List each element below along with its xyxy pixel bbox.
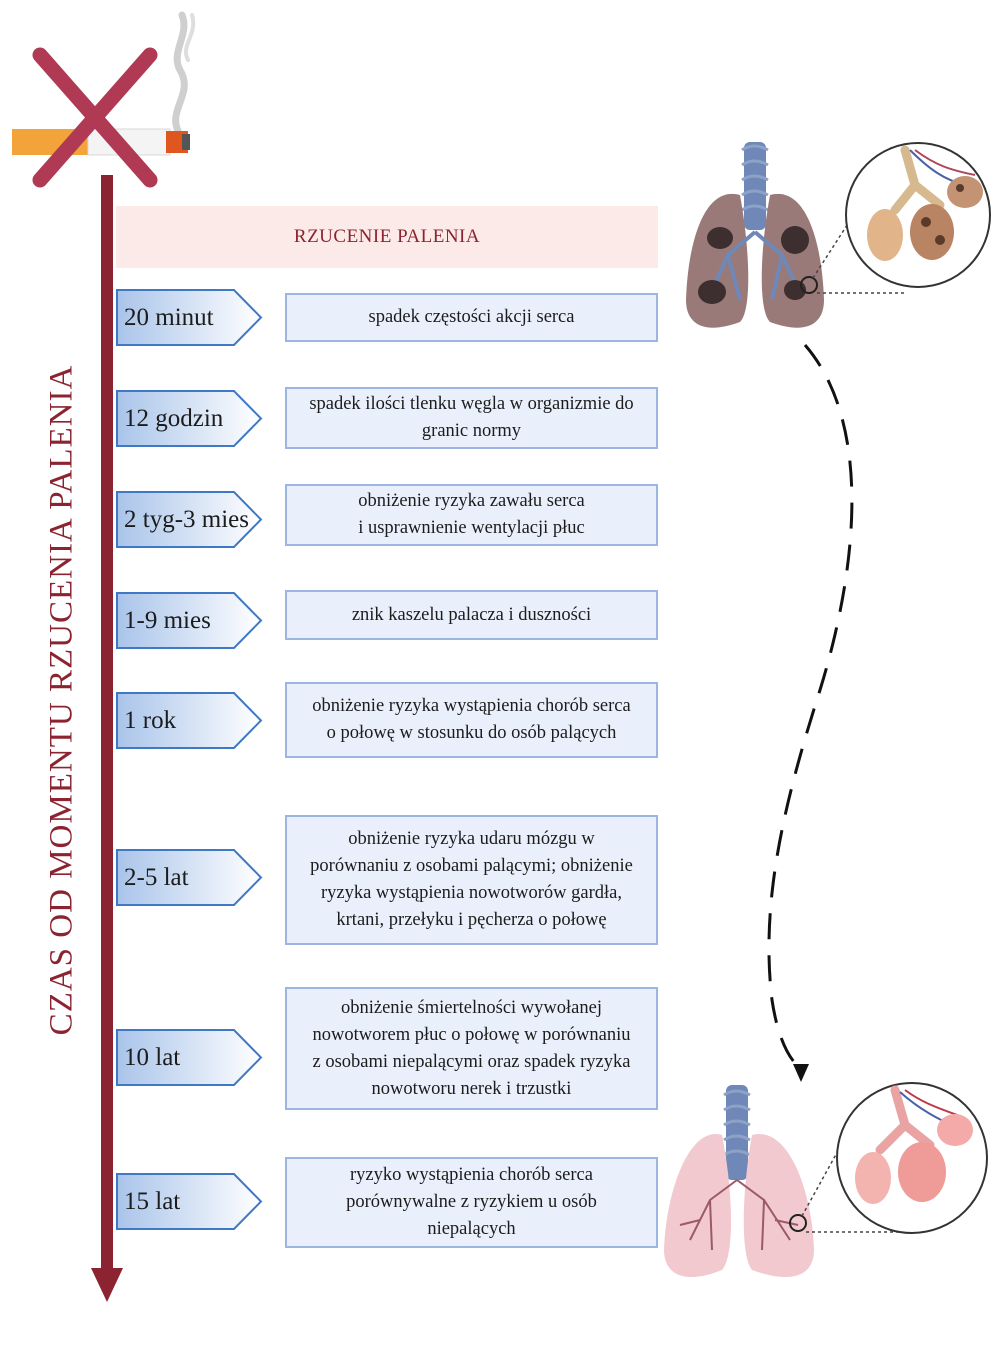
time-label: 1-9 mies: [124, 607, 211, 634]
healthy-alveoli-icon: [836, 1082, 988, 1234]
healthy-lungs-icon: [664, 1085, 900, 1278]
arrow-tag-icon: [116, 491, 263, 548]
time-tag: 2-5 lat: [116, 849, 263, 906]
time-tag: 2 tyg-3 mies: [116, 491, 263, 548]
dashed-curve-arrow: [767, 344, 854, 1082]
time-label: 20 minut: [124, 304, 214, 331]
time-label: 12 godzin: [124, 405, 224, 432]
effect-box: ryzyko wystąpienia chorób serca porównyw…: [285, 1157, 658, 1248]
effect-text: spadek ilości tlenku węgla w organizmie …: [309, 394, 634, 441]
effect-box: obniżenie ryzyka udaru mózgu w porównani…: [285, 815, 658, 945]
effect-box: znik kaszelu palacza i duszności: [285, 590, 658, 640]
effect-box: spadek ilości tlenku węgla w organizmie …: [285, 387, 658, 449]
time-tag: 1 rok: [116, 692, 263, 749]
effect-box: obniżenie śmiertelności wywołanej nowotw…: [285, 987, 658, 1110]
time-tag: 1-9 mies: [116, 592, 263, 649]
arrow-tag-icon: [116, 390, 263, 447]
time-label: 10 lat: [124, 1044, 181, 1071]
time-tag: 12 godzin: [116, 390, 263, 447]
time-tag: 20 minut: [116, 289, 263, 346]
effect-text: obniżenie ryzyka zawału serca i usprawni…: [358, 491, 585, 538]
arrow-tag-icon: [116, 849, 263, 906]
arrow-tag-icon: [116, 289, 263, 346]
effect-text: obniżenie ryzyka udaru mózgu w porównani…: [310, 829, 633, 930]
timeline-axis-arrow: [91, 175, 123, 1302]
effect-text: znik kaszelu palacza i duszności: [351, 604, 592, 625]
effect-box: obniżenie ryzyka zawału serca i usprawni…: [285, 484, 658, 546]
damaged-alveoli-icon: [845, 142, 991, 288]
header-title: RZUCENIE PALENIA: [293, 226, 481, 247]
effect-text: spadek częstości akcji serca: [368, 307, 575, 327]
header-bar: [116, 206, 658, 268]
arrow-tag-icon: [116, 1173, 263, 1230]
time-label: 2 tyg-3 mies: [124, 506, 249, 533]
time-label: 1 rok: [124, 707, 177, 734]
time-tag: 15 lat: [116, 1173, 263, 1230]
crossed-cigarette-icon: [12, 11, 196, 188]
effect-box: spadek częstości akcji serca: [285, 293, 658, 342]
time-label: 15 lat: [124, 1188, 181, 1215]
axis-title: CZAS OD MOMENTU RZUCENIA PALENIA: [43, 364, 80, 1036]
effect-text: obniżenie ryzyka wystąpienia chorób serc…: [312, 696, 631, 743]
effect-text: obniżenie śmiertelności wywołanej nowotw…: [312, 997, 631, 1099]
arrow-tag-icon: [116, 692, 263, 749]
arrow-tag-icon: [116, 592, 263, 649]
smoker-lungs-icon: [686, 142, 905, 328]
effect-text: ryzyko wystąpienia chorób serca porównyw…: [346, 1165, 597, 1239]
effect-box: obniżenie ryzyka wystąpienia chorób serc…: [285, 682, 658, 758]
time-label: 2-5 lat: [124, 864, 189, 891]
arrow-tag-icon: [116, 1029, 263, 1086]
time-tag: 10 lat: [116, 1029, 263, 1086]
